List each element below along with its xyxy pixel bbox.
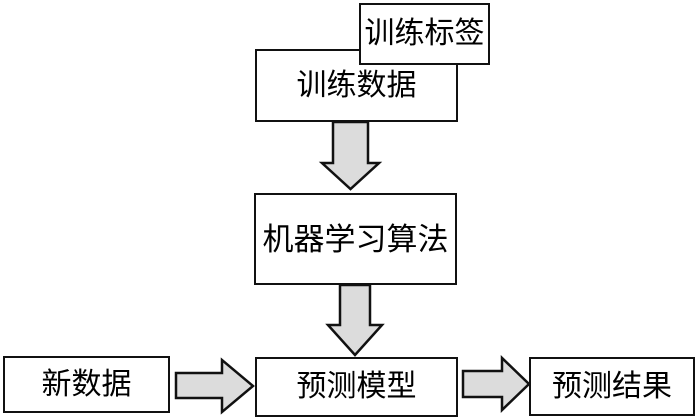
node-train-data-label: 训练数据 [296, 68, 417, 102]
node-new-data: 新数据 [3, 356, 170, 413]
down-arrow-train-data-to-ml-algorithm [318, 120, 383, 191]
node-ml-algorithm-label: 机器学习算法 [262, 221, 449, 257]
right-arrow-prediction-model-to-prediction-result [461, 355, 531, 413]
node-train-labels: 训练标签 [359, 3, 490, 65]
right-arrow-new-data-to-prediction-model [174, 357, 255, 415]
down-arrow-ml-algorithm-to-prediction-model [325, 283, 385, 357]
node-prediction-model-label: 预测模型 [296, 370, 417, 403]
node-prediction-result: 预测结果 [529, 357, 695, 416]
node-train-labels-label: 训练标签 [364, 17, 485, 50]
node-prediction-model: 预测模型 [255, 357, 458, 417]
node-new-data-label: 新数据 [41, 367, 132, 401]
node-ml-algorithm: 机器学习算法 [254, 193, 457, 285]
node-prediction-result-label: 预测结果 [552, 369, 672, 403]
